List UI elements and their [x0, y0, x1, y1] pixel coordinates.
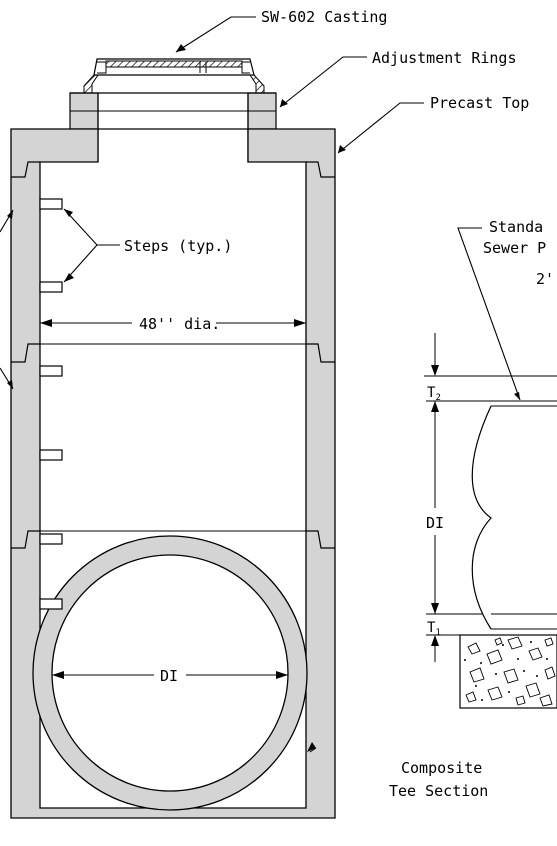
label-adjustment-rings: Adjustment Rings	[372, 49, 517, 67]
sw-602-casting	[83, 58, 265, 94]
composite-tee-section	[424, 333, 557, 709]
t1-sub: 1	[435, 628, 440, 638]
t2-sub: 2	[435, 393, 440, 403]
label-steps: Steps (typ.)	[124, 237, 232, 255]
label-t1: T1	[427, 620, 441, 638]
label-48-dia: 48'' dia.	[139, 315, 220, 333]
manhole-steps	[39, 198, 63, 610]
step	[39, 449, 63, 461]
step	[39, 365, 63, 377]
t1-main: T	[427, 620, 436, 636]
adjustment-rings	[69, 92, 277, 162]
arrowheads	[7, 44, 520, 752]
step	[39, 198, 63, 210]
step	[39, 598, 63, 610]
label-sw-602-casting: SW-602 Casting	[261, 8, 387, 26]
step	[39, 533, 63, 545]
caption-line2: Tee Section	[389, 782, 488, 800]
manhole-barrel	[10, 128, 336, 819]
label-standard-line2: Sewer P	[483, 239, 546, 257]
caption-line1: Composite	[401, 759, 482, 777]
dimension-48-dia	[40, 319, 306, 327]
text-labels: SW-602 Casting Adjustment Rings Precast …	[124, 8, 557, 800]
label-precast-top: Precast Top	[430, 94, 529, 112]
step	[39, 281, 63, 293]
t2-main: T	[427, 385, 436, 401]
leader-lines	[0, 16, 521, 401]
dimension-pipe-di	[52, 671, 288, 679]
label-standard-line1: Standa	[489, 218, 543, 236]
pipe-section	[32, 535, 308, 811]
label-t2: T2	[427, 385, 441, 403]
label-section-di: DI	[426, 514, 444, 532]
label-two-inch: 2''	[536, 270, 557, 288]
label-pipe-di: DI	[160, 667, 178, 685]
